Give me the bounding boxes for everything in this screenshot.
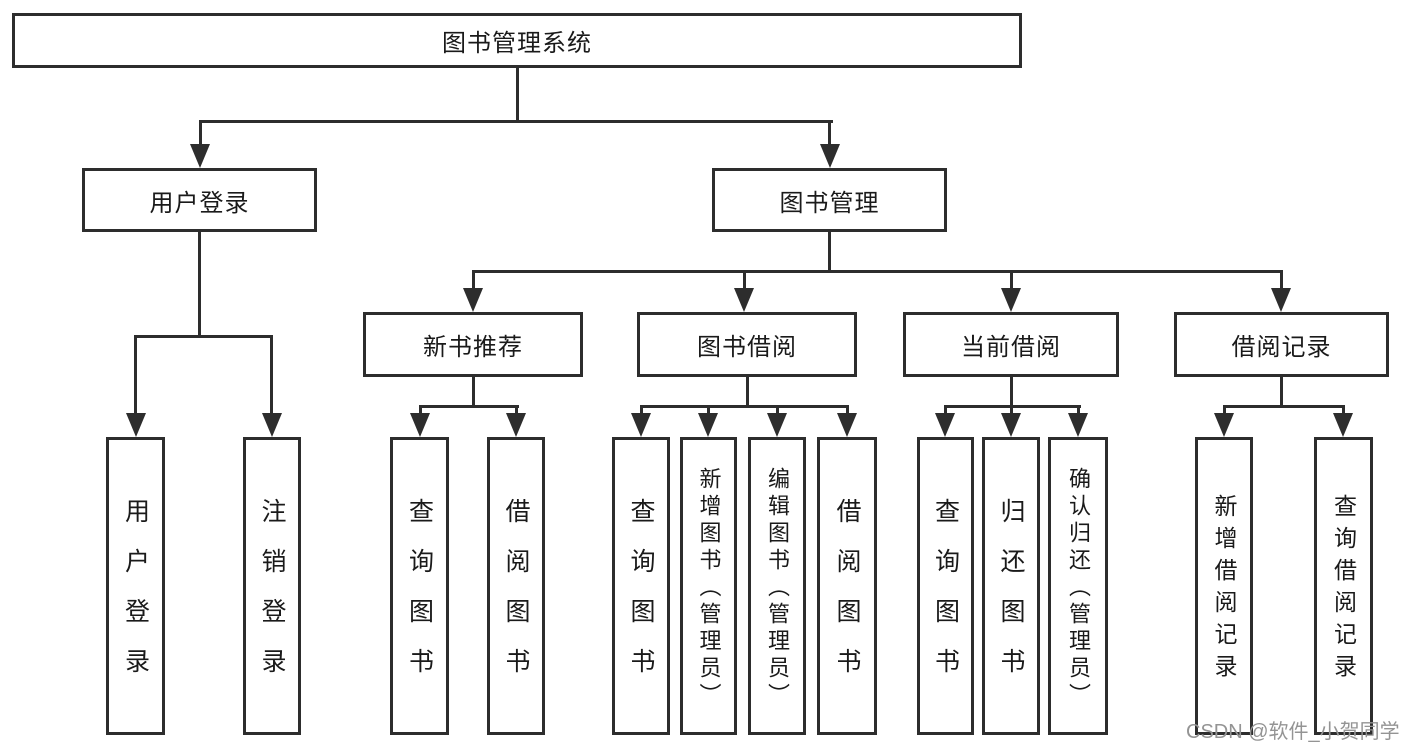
connector-drop <box>419 405 422 417</box>
arrow-down-icon <box>698 413 718 437</box>
node-bb-edit-books-admin-label: 编辑图书（管理员） <box>765 466 790 710</box>
connector-book-borrow-drop <box>743 270 746 290</box>
csdn-watermark: CSDN @软件_小贺同学 <box>1186 721 1400 743</box>
connector-drop <box>640 405 643 417</box>
arrow-down-icon <box>820 144 840 168</box>
node-borrow-records-label: 借阅记录 <box>1231 334 1332 361</box>
node-nb-query-books-label: 查询图书 <box>405 498 434 698</box>
connector-drop <box>776 405 779 417</box>
arrow-down-icon <box>935 413 955 437</box>
node-user-login-leaf: 用户登录 <box>106 437 165 735</box>
connector-drop <box>1010 405 1013 417</box>
node-cb-confirm-return-admin: 确认归还（管理员） <box>1048 437 1108 735</box>
connector-new-books-hline <box>419 405 519 408</box>
arrow-down-icon <box>506 413 526 437</box>
node-logout-label: 注销登录 <box>258 498 286 698</box>
node-book-borrow-label: 图书借阅 <box>697 334 797 361</box>
connector-new-books-stem <box>472 377 475 408</box>
arrow-down-icon <box>262 413 282 437</box>
arrow-down-icon <box>837 413 857 437</box>
connector-user-login-hline <box>134 335 273 338</box>
node-book-management: 图书管理 <box>712 168 947 232</box>
connector-current-borrow-drop <box>1010 270 1013 290</box>
arrow-down-icon <box>126 413 146 437</box>
connector-level2-hline <box>472 270 1283 273</box>
node-bb-add-books-admin: 新增图书（管理员） <box>680 437 737 735</box>
node-current-borrow-label: 当前借阅 <box>961 334 1061 361</box>
arrow-down-icon <box>410 413 430 437</box>
arrow-down-icon <box>631 413 651 437</box>
node-nb-borrow-books: 借阅图书 <box>487 437 545 735</box>
node-br-add-record-label: 新增借阅记录 <box>1211 494 1237 686</box>
connector-logout-drop <box>270 335 273 415</box>
node-borrow-records: 借阅记录 <box>1174 312 1389 377</box>
node-bb-edit-books-admin: 编辑图书（管理员） <box>748 437 806 735</box>
node-bb-query-books-label: 查询图书 <box>627 498 655 698</box>
node-library-management-system-label: 图书管理系统 <box>442 30 592 57</box>
arrow-down-icon <box>1214 413 1234 437</box>
node-br-query-record: 查询借阅记录 <box>1314 437 1373 735</box>
node-book-management-label: 图书管理 <box>779 189 880 217</box>
node-user-login: 用户登录 <box>82 168 317 232</box>
connector-drop <box>707 405 710 417</box>
connector-drop <box>1342 405 1345 417</box>
node-current-borrow: 当前借阅 <box>903 312 1119 377</box>
connector-book-management-stem <box>828 232 831 273</box>
connector-drop <box>515 405 518 417</box>
arrow-down-icon <box>767 413 787 437</box>
node-new-book-recommend-label: 新书推荐 <box>423 334 523 361</box>
node-cb-return-books-label: 归还图书 <box>997 498 1025 698</box>
node-cb-confirm-return-admin-label: 确认归还（管理员） <box>1066 466 1091 710</box>
node-book-borrow: 图书借阅 <box>637 312 857 377</box>
connector-login-drop <box>134 335 137 415</box>
connector-book-borrow-stem <box>746 377 749 408</box>
connector-drop <box>1077 405 1080 417</box>
arrow-down-icon <box>1001 288 1021 312</box>
node-bb-borrow-books-label: 借阅图书 <box>833 498 861 698</box>
arrow-down-icon <box>1271 288 1291 312</box>
connector-borrow-records-stem <box>1280 377 1283 408</box>
arrow-down-icon <box>734 288 754 312</box>
node-user-login-label: 用户登录 <box>149 189 250 217</box>
node-bb-borrow-books: 借阅图书 <box>817 437 877 735</box>
connector-current-borrow-stem <box>1010 377 1013 408</box>
connector-user-login-stem <box>198 232 201 338</box>
node-user-login-leaf-label: 用户登录 <box>121 498 150 698</box>
connector-book-management-drop <box>828 120 831 146</box>
node-nb-borrow-books-label: 借阅图书 <box>502 498 530 698</box>
node-cb-query-books-label: 查询图书 <box>931 498 960 698</box>
connector-level1-hline <box>199 120 833 123</box>
node-library-management-system: 图书管理系统 <box>12 13 1022 68</box>
node-cb-query-books: 查询图书 <box>917 437 974 735</box>
connector-user-login-drop <box>199 120 202 146</box>
connector-borrow-records-hline <box>1223 405 1345 408</box>
connector-root-trunk <box>516 68 519 123</box>
connector-drop <box>944 405 947 417</box>
node-br-add-record: 新增借阅记录 <box>1195 437 1253 735</box>
connector-drop <box>1223 405 1226 417</box>
node-logout: 注销登录 <box>243 437 301 735</box>
node-nb-query-books: 查询图书 <box>390 437 449 735</box>
node-bb-add-books-admin-label: 新增图书（管理员） <box>696 466 722 710</box>
arrow-down-icon <box>190 144 210 168</box>
arrow-down-icon <box>1001 413 1021 437</box>
node-bb-query-books: 查询图书 <box>612 437 670 735</box>
node-br-query-record-label: 查询借阅记录 <box>1330 494 1357 686</box>
node-new-book-recommend: 新书推荐 <box>363 312 583 377</box>
arrow-down-icon <box>1333 413 1353 437</box>
arrow-down-icon <box>463 288 483 312</box>
node-cb-return-books: 归还图书 <box>982 437 1040 735</box>
connector-new-books-drop <box>472 270 475 290</box>
connector-drop <box>846 405 849 417</box>
arrow-down-icon <box>1068 413 1088 437</box>
connector-book-borrow-hline <box>640 405 849 408</box>
connector-borrow-records-drop <box>1280 270 1283 290</box>
